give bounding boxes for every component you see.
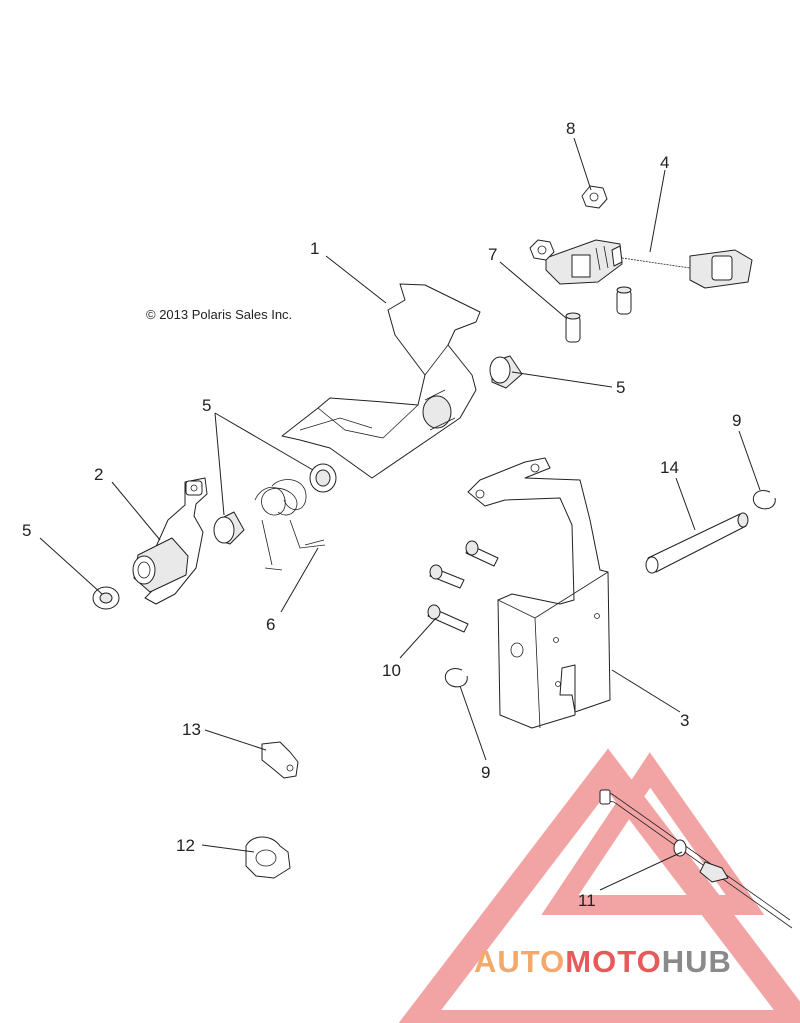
leader-5c: [214, 412, 314, 471]
leader-lines: [39, 137, 761, 891]
callout-10: 10: [382, 661, 401, 680]
part-5-bushing-c: [309, 463, 337, 493]
part-5-bushing-b: [213, 511, 245, 545]
leader-3: [611, 669, 681, 713]
leader-6: [280, 547, 319, 613]
leader-10: [399, 617, 437, 659]
part-10-bolt-b: [429, 564, 465, 589]
part-8-nut-b: [581, 185, 608, 209]
brand-part-hub: HUB: [662, 944, 732, 979]
callout-3: 3: [680, 711, 689, 730]
part-9-clip-b: [444, 668, 468, 688]
part-11-cable: [599, 789, 793, 929]
part-14-shaft: [645, 512, 749, 574]
callout-7: 7: [488, 245, 497, 264]
leader-14: [675, 477, 696, 531]
part-7-pin-a: [565, 312, 581, 343]
callout-8: 8: [566, 119, 575, 138]
part-6-spring: [254, 479, 326, 571]
callout-14: 14: [660, 458, 679, 477]
callout-6: 6: [266, 615, 275, 634]
callout-1: 1: [310, 239, 319, 258]
callout-12: 12: [176, 836, 195, 855]
callout-13: 13: [182, 720, 201, 739]
callout-5-center: 5: [202, 396, 211, 415]
watermark-logo: [398, 748, 800, 1023]
callout-2: 2: [94, 465, 103, 484]
callout-9-right: 9: [732, 411, 741, 430]
leader-5d: [511, 371, 613, 388]
leader-9a: [738, 430, 761, 491]
brand-part-moto: MOTO: [565, 944, 661, 979]
callout-9-bottom: 9: [481, 763, 490, 782]
leader-4: [649, 169, 666, 253]
part-10-bolt-a: [465, 540, 499, 567]
leader-9b: [459, 685, 487, 761]
callout-labels: 1 2 3 4 5 5 5 6 7 8 9 9 10 11 12 13 14: [22, 119, 741, 910]
part-13-fastener: [261, 741, 299, 779]
callout-4: 4: [660, 153, 669, 172]
brand-part-auto: AUTO: [474, 944, 565, 979]
part-5-bushing-d: [489, 355, 523, 389]
part-3-mount-bracket: [467, 457, 611, 729]
part-12-clamp: [245, 836, 291, 879]
part-5-bushing-a: [92, 586, 120, 610]
leader-8: [573, 137, 592, 191]
callout-5-right: 5: [616, 378, 625, 397]
leader-12: [201, 844, 255, 853]
part-8-nut-a: [529, 239, 555, 261]
copyright-text: © 2013 Polaris Sales Inc.: [146, 307, 292, 322]
part-1-pedal-bracket: [281, 283, 481, 479]
leader-11: [599, 851, 683, 891]
part-7-pin-b: [616, 286, 632, 315]
leader-1: [325, 255, 387, 304]
callout-11: 11: [578, 891, 596, 910]
part-4-sensor-harness: [545, 239, 753, 289]
callout-5-left: 5: [22, 521, 31, 540]
watermark-brand-text: AUTOMOTOHUB: [474, 944, 732, 979]
leader-2: [111, 481, 161, 541]
part-10-bolt-c: [427, 604, 469, 633]
leader-7: [499, 261, 567, 319]
part-2-lever: [132, 477, 208, 605]
leader-13: [204, 729, 267, 751]
part-9-clip-a: [752, 490, 776, 510]
leader-5b: [214, 412, 225, 516]
watermark-inner-triangle: [541, 752, 765, 915]
leader-5a: [39, 537, 103, 595]
